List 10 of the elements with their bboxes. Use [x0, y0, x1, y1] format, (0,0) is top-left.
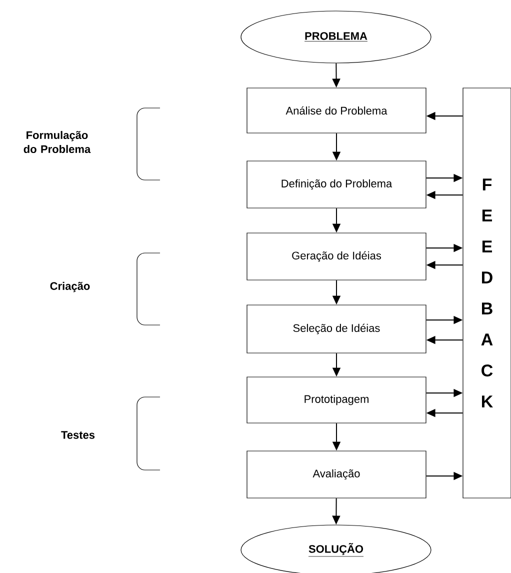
- process-box: Seleção de Idéias: [246, 304, 426, 354]
- process-box: Geração de Idéias: [246, 232, 426, 280]
- process-box: Definição do Problema: [246, 160, 426, 208]
- group-label: Criação: [50, 282, 90, 292]
- feedback-box: F E E D B A C K: [462, 88, 511, 498]
- process-box: Análise do Problema: [246, 88, 426, 134]
- group-label: Formulação do Problema: [24, 130, 91, 154]
- group-label: Testes: [61, 431, 95, 439]
- process-box: Prototipagem: [246, 376, 426, 424]
- process-box: Avaliação: [246, 450, 426, 498]
